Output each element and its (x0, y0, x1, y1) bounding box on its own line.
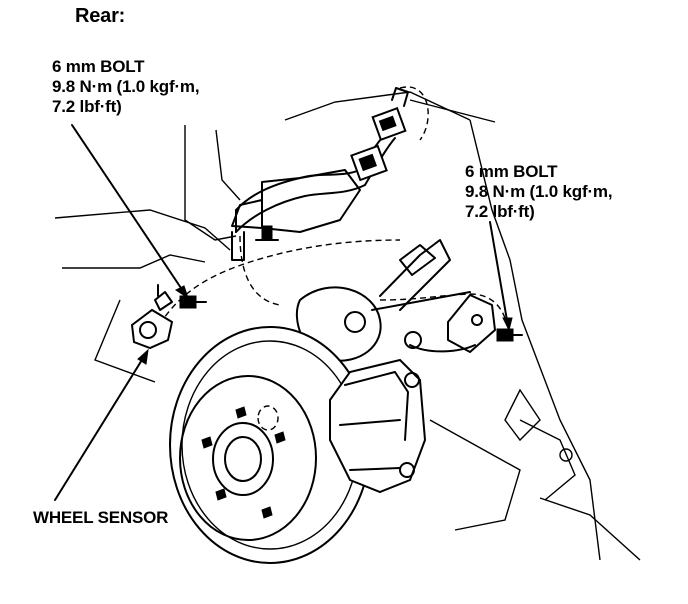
bolt-left-torque: 9.8 N·m (1.0 kgf·m, (52, 77, 200, 96)
brake-caliper (329, 358, 427, 494)
right-bracket (404, 294, 496, 353)
bolt-right-torque: 9.8 N·m (1.0 kgf·m, (465, 182, 613, 201)
leader-bolt-right (489, 221, 513, 332)
bolt-right-size: 6 mm BOLT (465, 162, 558, 181)
wheel-sensor (130, 284, 174, 350)
bolt-callout-right: 6 mm BOLT 9.8 N·m (1.0 kgf·m, 7.2 lbf·ft… (465, 162, 613, 222)
sensor-harness (149, 86, 506, 343)
bolt-callout-left: 6 mm BOLT 9.8 N·m (1.0 kgf·m, 7.2 lbf·ft… (52, 57, 200, 117)
right-bolt (496, 328, 523, 342)
left-bolt (179, 295, 207, 309)
leader-bolt-left (71, 124, 189, 300)
harness-bolt (255, 225, 279, 241)
harness-connector (350, 87, 409, 182)
diagram-title: Rear: (75, 5, 126, 27)
bolt-left-size: 6 mm BOLT (52, 57, 145, 76)
bolt-left-torque-imperial: 7.2 lbf·ft) (52, 97, 122, 116)
leader-wheel-sensor (54, 348, 149, 501)
wheel-sensor-label: WHEEL SENSOR (33, 508, 169, 527)
bolt-right-torque-imperial: 7.2 lbf·ft) (465, 202, 535, 221)
body-frame-outline (54, 91, 641, 561)
